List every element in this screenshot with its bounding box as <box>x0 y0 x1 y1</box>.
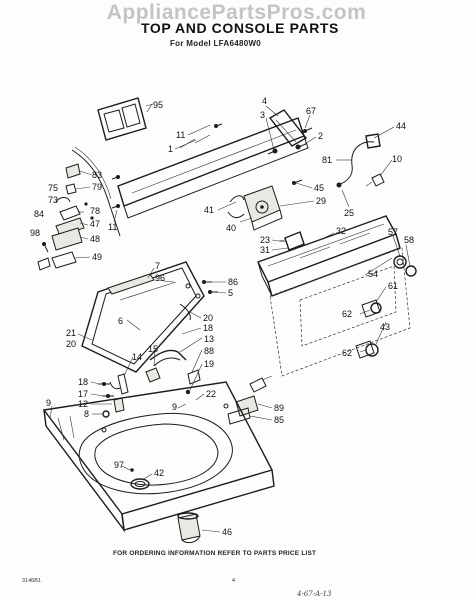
callout-98: 98 <box>30 228 40 238</box>
callout-4: 4 <box>262 96 267 106</box>
part-29-timer <box>227 185 283 231</box>
callout-75: 75 <box>48 183 58 193</box>
callout-15: 15 <box>148 344 158 354</box>
callout-10: 10 <box>392 154 402 164</box>
callout-78: 78 <box>90 206 100 216</box>
part-88-bumper <box>185 369 201 395</box>
callout-31: 31 <box>260 245 270 255</box>
callout-5: 5 <box>228 288 233 298</box>
part-57-knob <box>393 255 417 277</box>
callout-86: 86 <box>228 277 238 287</box>
callout-13: 13 <box>204 334 214 344</box>
callout-11: 11 <box>176 130 185 140</box>
callout-18b: 18 <box>78 377 88 387</box>
callout-9: 9 <box>46 398 51 408</box>
callout-84: 84 <box>34 209 44 219</box>
leader-lines <box>49 103 411 533</box>
callout-47: 47 <box>90 219 100 229</box>
callout-83: 83 <box>92 170 102 180</box>
part-23-switch <box>278 231 305 251</box>
callout-61: 61 <box>388 281 398 291</box>
callout-14: 14 <box>132 352 142 362</box>
part-44-wire-lead <box>336 133 385 188</box>
part-95-plate <box>97 97 154 141</box>
footer-code: 3146B1 <box>22 578 41 584</box>
callout-85: 85 <box>274 415 284 425</box>
callout-22: 22 <box>206 389 216 399</box>
screws-top <box>111 123 313 209</box>
callout-20: 20 <box>203 313 213 323</box>
callout-67: 67 <box>306 106 316 116</box>
callout-19: 19 <box>204 359 214 369</box>
callout-29: 29 <box>316 196 326 206</box>
callout-9b: 9 <box>172 402 177 412</box>
callout-12: 12 <box>78 399 88 409</box>
model-subtitle: For Model LFA6480W0 <box>170 39 262 48</box>
part-32-console-rail <box>257 215 401 297</box>
callout-97: 97 <box>114 460 124 470</box>
watermark: AppliancePartsPros.com <box>106 1 367 24</box>
part-89-lid-switch <box>227 375 273 425</box>
callout-49: 49 <box>92 252 102 262</box>
part-62-knob-lower <box>355 340 379 359</box>
callout-32: 32 <box>336 226 346 236</box>
control-panel-outline <box>269 247 411 377</box>
callout-46: 46 <box>222 527 232 537</box>
callout-95: 95 <box>153 100 163 110</box>
callout-23: 23 <box>260 235 270 245</box>
callout-58: 58 <box>404 235 414 245</box>
callout-96: 96 <box>155 273 165 283</box>
footer-signature: 4-67-A-13 <box>297 590 332 598</box>
cabinet-top <box>42 381 275 533</box>
callout-54: 54 <box>368 269 378 279</box>
callout-labels: 95 4 67 3 2 44 11 1 81 10 83 75 79 73 78… <box>30 96 414 537</box>
callout-48: 48 <box>90 234 100 244</box>
callout-18: 18 <box>203 323 213 333</box>
part-4-bracket <box>268 109 308 147</box>
callout-73: 73 <box>48 195 58 205</box>
callout-45: 45 <box>314 183 324 193</box>
callout-41: 41 <box>204 205 214 215</box>
callout-7: 7 <box>155 261 160 271</box>
callout-62b: 62 <box>342 348 352 358</box>
page-number: 4 <box>232 578 236 584</box>
callout-6: 6 <box>118 316 123 326</box>
callout-11b: 11 <box>108 222 117 232</box>
part-62-knob-upper <box>361 299 382 318</box>
callout-57: 57 <box>388 227 398 237</box>
callout-40: 40 <box>226 223 236 233</box>
callout-89: 89 <box>274 403 284 413</box>
part-42-bumper <box>130 468 150 490</box>
ordering-note: FOR ORDERING INFORMATION REFER TO PARTS … <box>113 550 317 557</box>
part-1-console-panel <box>117 117 309 219</box>
small-parts-left <box>37 163 94 271</box>
callout-81: 81 <box>322 155 332 165</box>
wire-harness <box>71 149 121 237</box>
diagram-title: TOP AND CONSOLE PARTS <box>141 20 339 36</box>
callout-3: 3 <box>260 110 265 120</box>
part-13-latch <box>109 349 187 395</box>
callout-62: 62 <box>342 309 352 319</box>
callout-43: 43 <box>380 322 390 332</box>
callout-79: 79 <box>92 182 102 192</box>
callout-25: 25 <box>344 208 354 218</box>
callout-21: 21 <box>66 328 76 338</box>
callout-42: 42 <box>154 468 164 478</box>
callout-2: 2 <box>318 131 323 141</box>
callout-1: 1 <box>168 144 173 154</box>
callout-88: 88 <box>204 346 214 356</box>
part-46-cup <box>177 512 201 544</box>
callout-20b: 20 <box>66 339 76 349</box>
callout-8: 8 <box>84 409 89 419</box>
part-7-lid-frame <box>81 261 205 373</box>
callout-17: 17 <box>78 389 88 399</box>
callout-44: 44 <box>396 121 406 131</box>
